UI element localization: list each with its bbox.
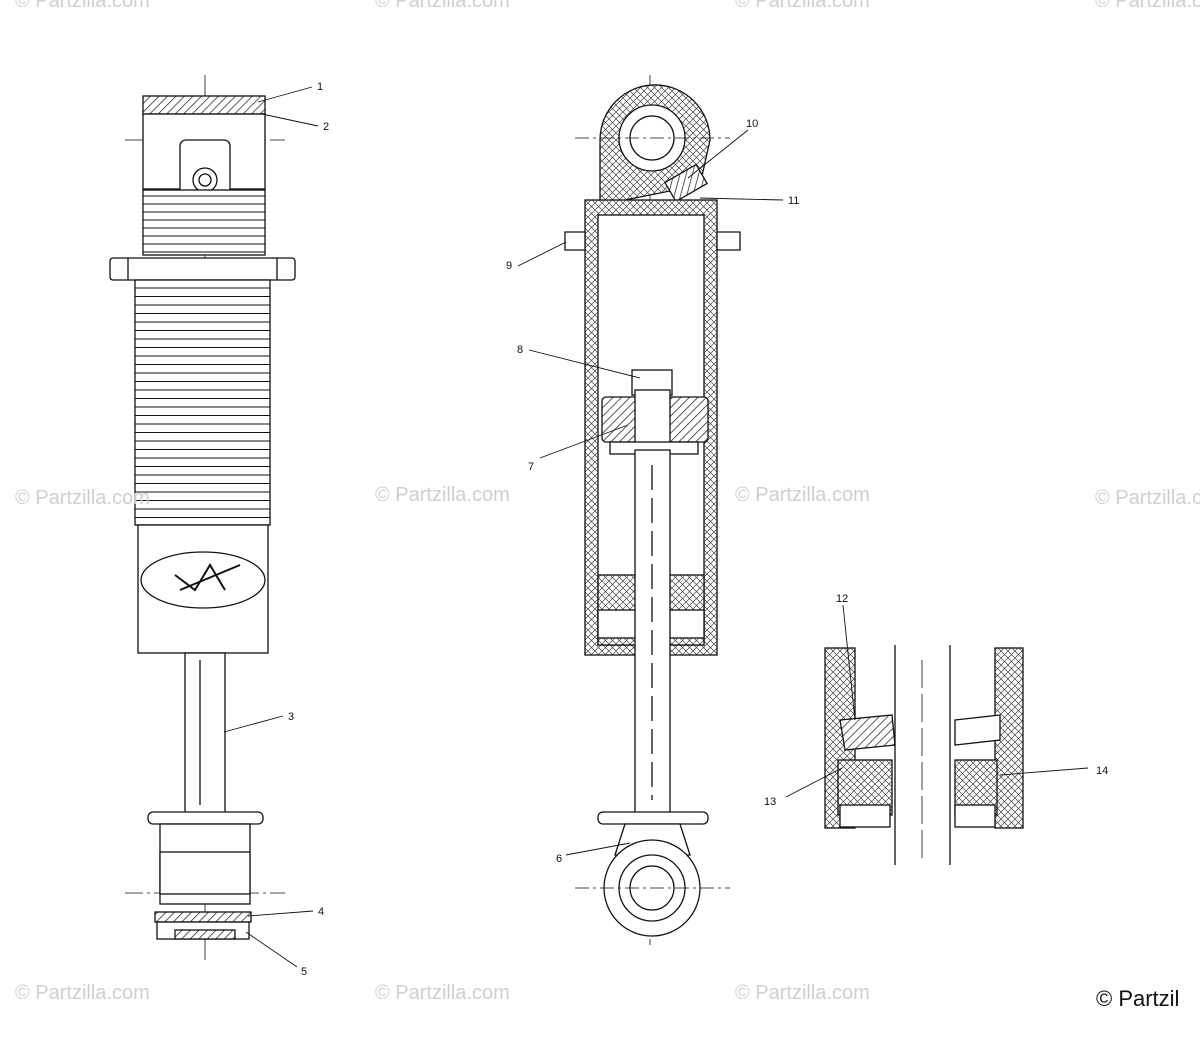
callout-13: 13 — [764, 796, 776, 808]
watermark: © Partzilla.com — [735, 484, 870, 506]
callout-10: 10 — [746, 118, 758, 130]
watermark: © Partzilla.com — [735, 0, 870, 12]
callout-11: 11 — [788, 195, 799, 207]
watermark: © Partzilla.com — [15, 0, 150, 12]
callout-9: 9 — [506, 260, 512, 272]
callout-14: 14 — [1096, 765, 1108, 777]
leader-lines — [223, 86, 1089, 968]
callout-1: 1 — [317, 81, 323, 93]
callout-6: 6 — [556, 853, 562, 865]
callout-labels: 1 2 3 4 5 6 7 8 9 10 11 12 13 14 — [288, 81, 1108, 978]
watermark: © Partzilla.com — [1095, 487, 1200, 509]
callout-2: 2 — [323, 121, 329, 133]
watermark: © Partzilla.com — [1095, 0, 1200, 12]
watermark: © Partzilla.com — [15, 487, 150, 509]
watermark: © Partzilla.com — [15, 982, 150, 1004]
callout-3: 3 — [288, 711, 294, 723]
copyright-notice: © Partzil — [1096, 986, 1180, 1011]
watermark: © Partzilla.com — [375, 0, 510, 12]
shock-exterior-view — [109, 75, 296, 960]
shock-cutaway-view — [564, 75, 741, 945]
watermark: © Partzilla.com — [735, 982, 870, 1004]
watermark: © Partzilla.com — [375, 484, 510, 506]
spring-coils — [135, 195, 270, 518]
watermark: © Partzilla.com — [375, 982, 510, 1004]
callout-4: 4 — [318, 906, 324, 918]
callout-5: 5 — [301, 966, 307, 978]
seal-detail-view — [824, 645, 1024, 865]
callout-7: 7 — [528, 461, 534, 473]
callout-12: 12 — [836, 593, 848, 605]
callout-8: 8 — [517, 344, 523, 356]
